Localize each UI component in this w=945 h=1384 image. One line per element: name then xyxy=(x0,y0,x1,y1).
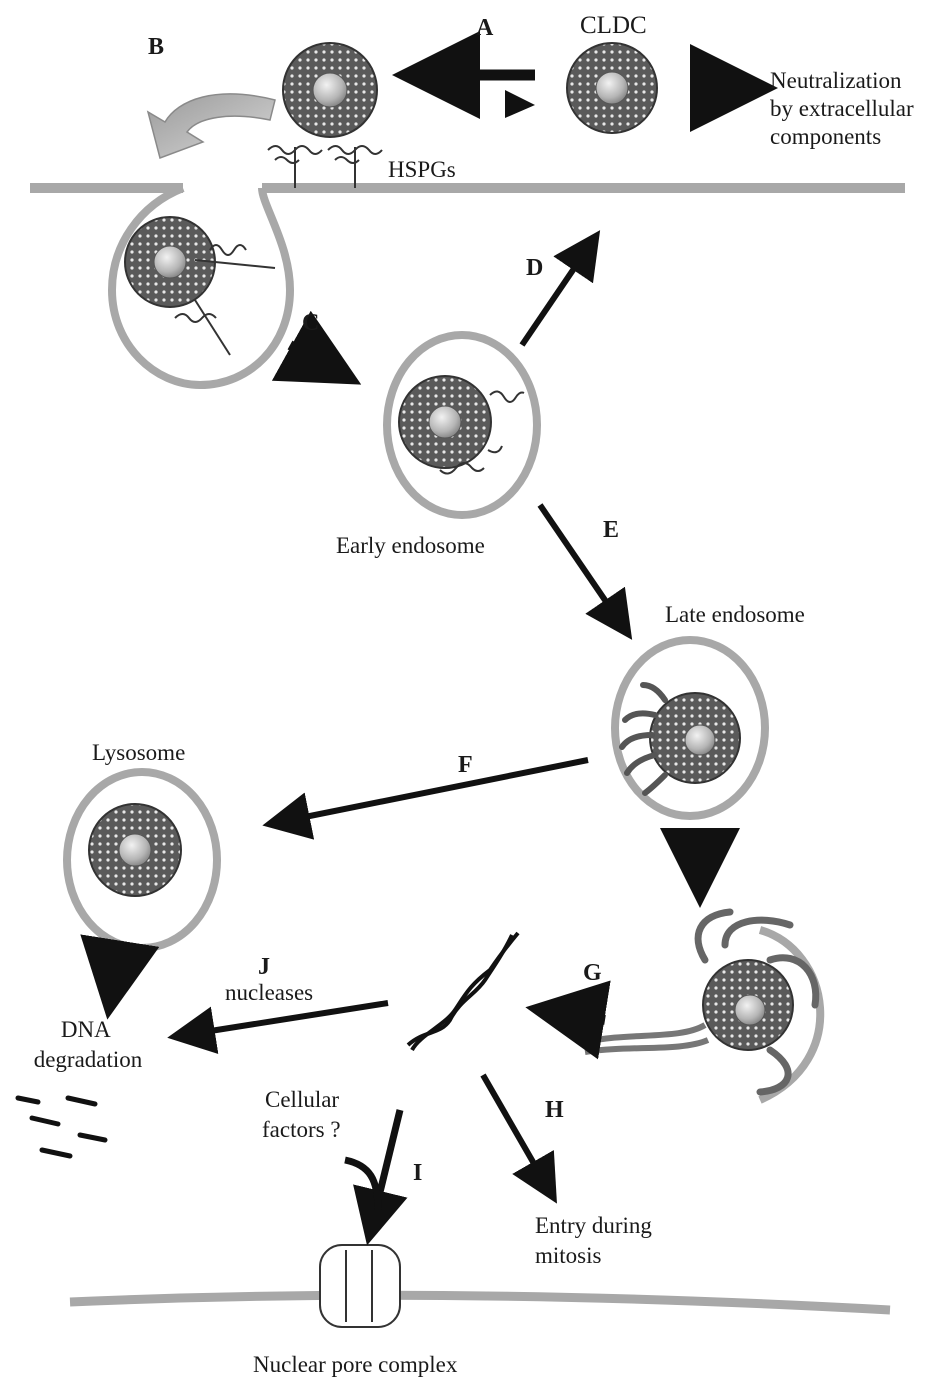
entry-mitosis-line-2: mitosis xyxy=(535,1243,602,1268)
arrow-f xyxy=(280,760,588,822)
step-label-i: I xyxy=(413,1160,422,1186)
neutralization-line-1: Neutralization xyxy=(770,68,902,93)
cellular-factors-label: Cellular factors ? xyxy=(262,1087,345,1142)
nuclear-pore-complex-label: Nuclear pore complex xyxy=(253,1352,458,1377)
step-label-a: A xyxy=(476,15,494,41)
step-label-b: B xyxy=(148,34,164,60)
late-endosome xyxy=(615,640,765,816)
dna-degradation-label: DNA degradation xyxy=(34,1017,143,1072)
arrow-b xyxy=(148,94,275,158)
cellular-factors-line-1: Cellular xyxy=(265,1087,339,1112)
uncoating-particle xyxy=(585,912,820,1100)
dna-helix xyxy=(408,933,518,1050)
neutralization-line-3: components xyxy=(770,124,881,149)
step-label-j: J xyxy=(258,954,270,980)
step-label-f: F xyxy=(458,752,473,778)
early-endosome-label: Early endosome xyxy=(336,533,485,558)
cellular-factors-line-2: factors ? xyxy=(262,1117,341,1142)
cldc-label: CLDC xyxy=(580,12,647,39)
nucleases-label: nucleases xyxy=(225,980,313,1005)
arrow-a-return-head xyxy=(505,90,535,118)
step-label-c: C xyxy=(302,310,319,336)
lysosome xyxy=(67,772,217,948)
arrow-lysosome-to-degradation xyxy=(112,952,118,990)
dna-degradation-line-2: degradation xyxy=(34,1047,143,1072)
hspgs-label: HSPGs xyxy=(388,157,456,182)
step-label-e: E xyxy=(603,517,619,543)
dna-degradation-line-1: DNA xyxy=(61,1017,111,1042)
dna-fragments xyxy=(18,1098,105,1156)
arrow-h xyxy=(483,1075,548,1188)
nuclear-membrane xyxy=(70,1295,890,1310)
cldc-particle xyxy=(567,43,657,133)
pit-particle xyxy=(125,217,275,355)
neutralization-label: Neutralization by extracellular componen… xyxy=(770,68,919,149)
step-label-d: D xyxy=(526,255,543,281)
step-label-h: H xyxy=(545,1097,564,1123)
arrow-c xyxy=(290,345,335,370)
step-label-g: G xyxy=(583,960,602,986)
entry-during-mitosis-label: Entry during mitosis xyxy=(535,1213,658,1268)
neutralization-line-2: by extracellular xyxy=(770,96,914,121)
arrow-g xyxy=(555,1012,605,1020)
entry-mitosis-line-1: Entry during xyxy=(535,1213,652,1238)
hspg-receptor xyxy=(268,146,382,188)
lysosome-label: Lysosome xyxy=(92,740,185,765)
bound-particle xyxy=(283,43,377,137)
early-endosome xyxy=(387,335,537,515)
arrow-j xyxy=(185,1003,388,1035)
arrow-cellular-factors xyxy=(345,1160,378,1210)
late-endosome-label: Late endosome xyxy=(665,602,805,627)
nuclear-pore-complex xyxy=(320,1245,400,1327)
